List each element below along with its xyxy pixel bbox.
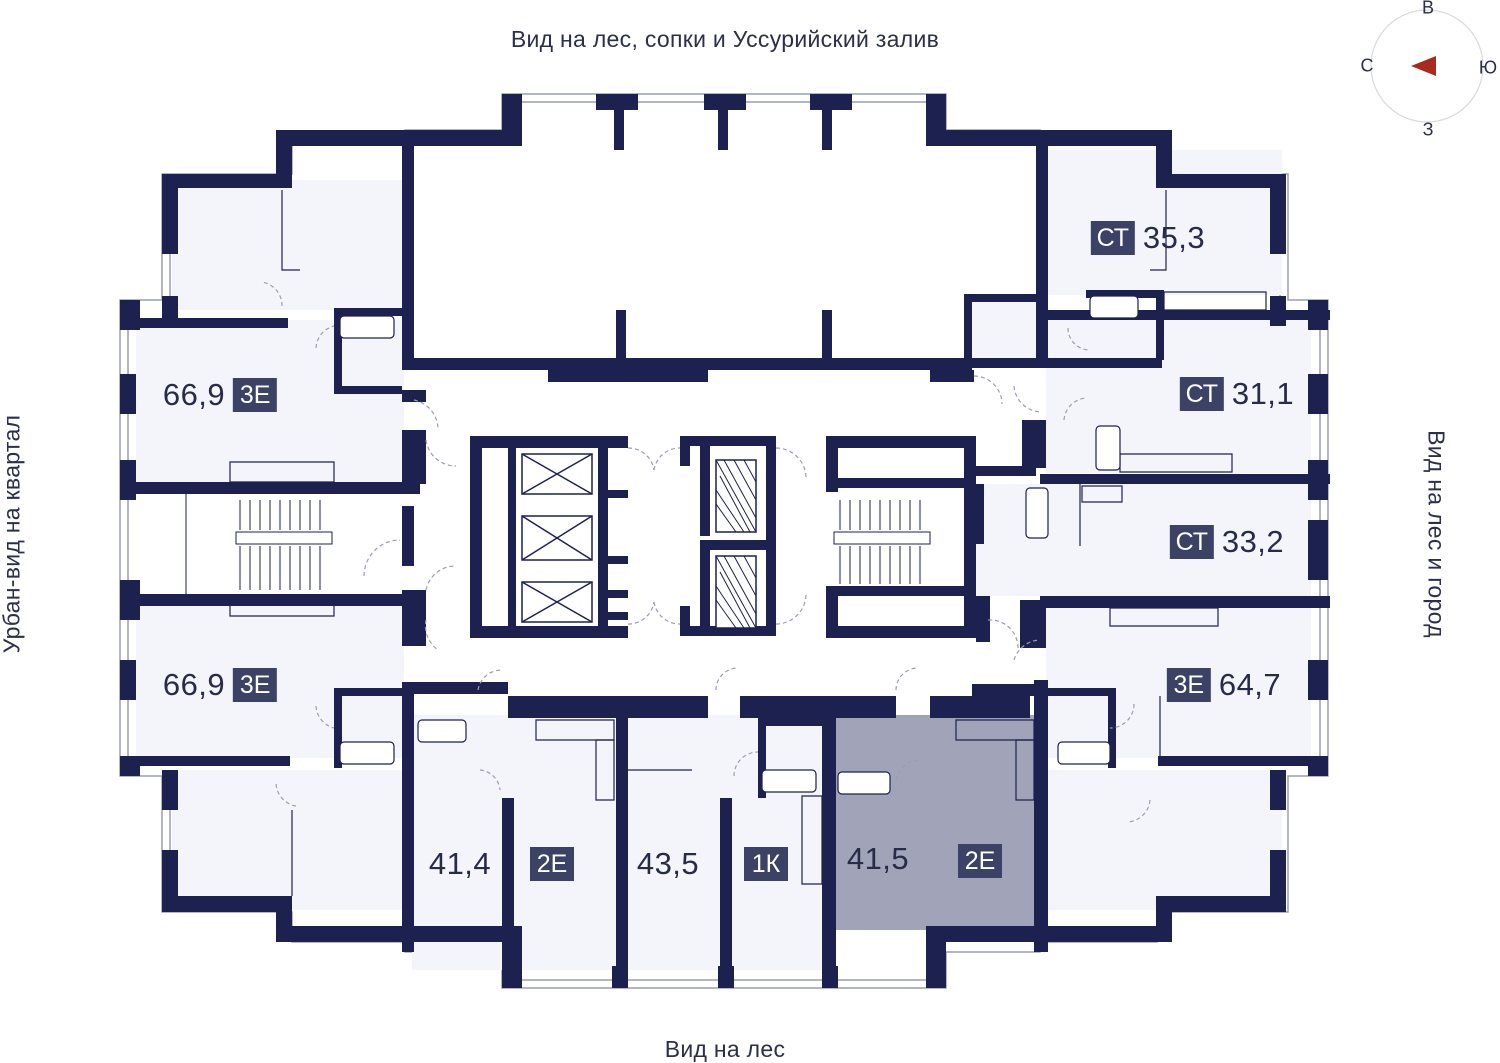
compass-arrow-icon: [1411, 56, 1436, 76]
apartment-2e-41-5-badge[interactable]: 2Е: [958, 844, 1002, 878]
apartment-type-badge: СТ: [1169, 525, 1214, 559]
apartment-ct-33-2[interactable]: СТ 33,2: [1169, 524, 1285, 560]
stairs: [185, 494, 931, 594]
apartment-3e-66-9-upper[interactable]: 66,9 3Е: [162, 377, 278, 413]
view-label-top: Вид на лес, сопки и Уссурийский залив: [510, 26, 940, 52]
apartment-2e-41-4-badge[interactable]: 2Е: [530, 847, 574, 881]
doors: [261, 281, 1151, 823]
apartment-type-badge: 1К: [744, 847, 788, 881]
view-label-left: Урбан-вид на квартал: [0, 414, 25, 654]
apartment-type-badge: СТ: [1179, 377, 1224, 411]
apartment-area: 31,1: [1231, 376, 1295, 411]
elevator-shafts: [521, 453, 593, 623]
apartment-1k-43-5-area[interactable]: 43,5: [637, 846, 699, 882]
apartment-area: 33,2: [1221, 524, 1285, 559]
apartment-type-badge: 2Е: [958, 844, 1002, 878]
compass-west: З: [1422, 119, 1434, 140]
apartment-type-badge: СТ: [1090, 221, 1135, 255]
apartment-ct-35-3[interactable]: СТ 35,3: [1090, 220, 1206, 256]
compass-east: В: [1421, 0, 1435, 18]
apartment-area: 64,7: [1218, 667, 1282, 702]
view-label-right: Вид на лес и город: [1423, 430, 1450, 638]
apartment-area: 41,4: [428, 846, 492, 881]
apartment-area: 66,9: [162, 377, 226, 412]
compass: [1370, 9, 1484, 123]
apartment-2e-41-5-area[interactable]: 41,5: [847, 841, 909, 877]
apartment-area: 43,5: [636, 846, 700, 881]
apartment-area: 41,5: [846, 841, 910, 876]
apartment-area: 35,3: [1142, 220, 1206, 255]
apartment-2e-41-4-area[interactable]: 41,4: [429, 846, 491, 882]
service-shafts: [715, 459, 757, 629]
apartment-type-badge: 3Е: [233, 668, 278, 702]
apartment-type-badge: 3Е: [1166, 668, 1211, 702]
apartment-area: 66,9: [162, 667, 226, 702]
apartment-ct-31-1[interactable]: СТ 31,1: [1179, 376, 1295, 412]
apartment-3e-66-9-lower[interactable]: 66,9 3Е: [162, 667, 278, 703]
walls: [120, 94, 1330, 988]
bathtubs: [339, 295, 1139, 795]
compass-north: С: [1360, 55, 1374, 76]
compass-south: Ю: [1478, 57, 1498, 78]
view-label-bottom: Вид на лес: [664, 1036, 786, 1062]
apartment-type-badge: 2Е: [530, 847, 574, 881]
selected-apartment[interactable]: [836, 715, 1036, 930]
apartment-3e-64-7[interactable]: 3Е 64,7: [1166, 667, 1282, 703]
apartment-type-badge: 3Е: [233, 378, 278, 412]
apartment-1k-43-5-badge[interactable]: 1К: [744, 847, 788, 881]
